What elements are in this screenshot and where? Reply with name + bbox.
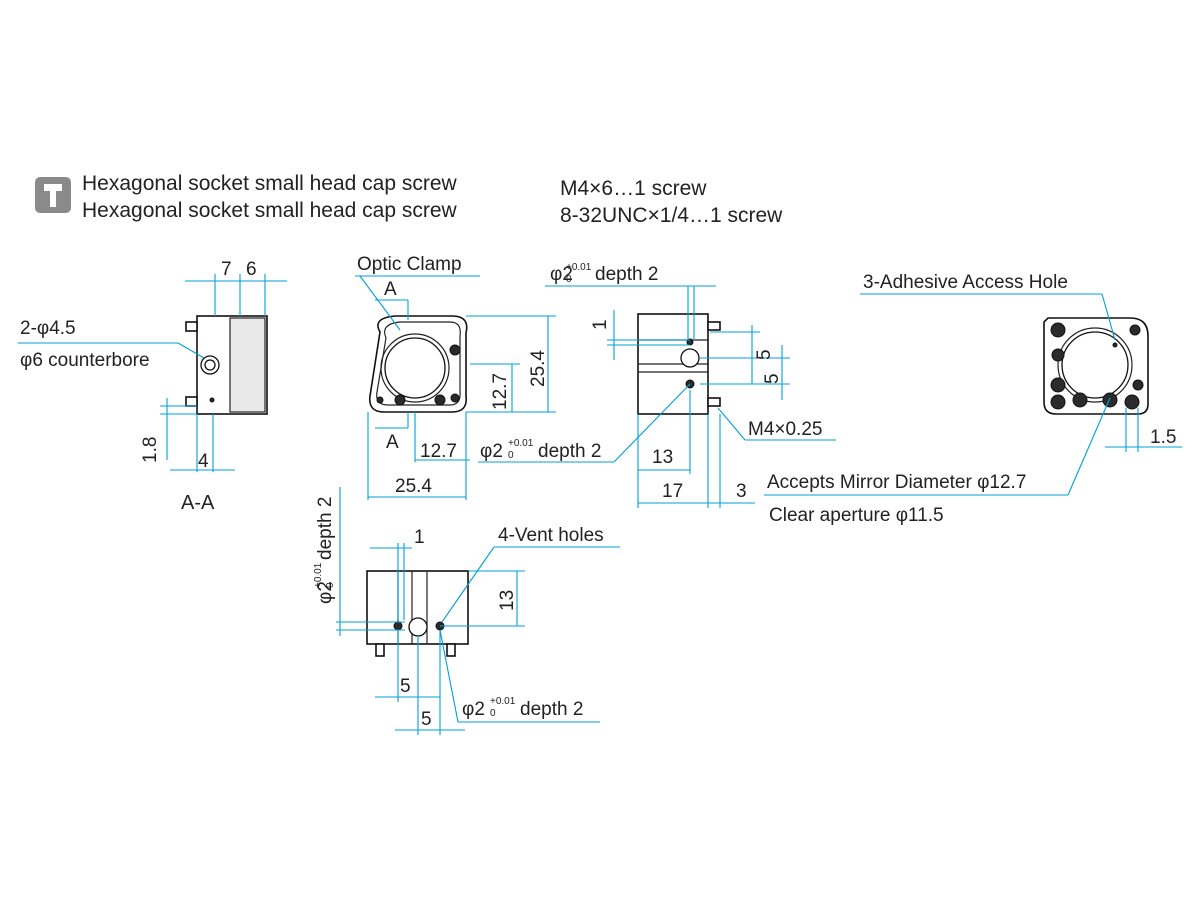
side-dim-13: 13 bbox=[652, 447, 673, 468]
side-thread: M4×0.25 bbox=[748, 419, 822, 440]
mirror-diameter: Accepts Mirror Diameter φ12.7 bbox=[767, 472, 1026, 493]
section-mark-top: A bbox=[384, 279, 397, 300]
bottom-hole2-depth: depth 2 bbox=[520, 699, 583, 720]
side-dim-5a: 5 bbox=[754, 349, 775, 360]
side-tol-lower: 0 bbox=[566, 274, 572, 285]
header: Hexagonal socket small head cap screw He… bbox=[35, 172, 783, 227]
side-hole-dia: φ2 bbox=[550, 264, 573, 285]
front-dim-center-h: 12.7 bbox=[420, 441, 457, 462]
side-hole2-tol-upper: +0.01 bbox=[508, 438, 534, 449]
side-dim-3: 3 bbox=[736, 481, 747, 502]
front-dim-height: 25.4 bbox=[528, 350, 549, 387]
side-dim-17: 17 bbox=[662, 481, 683, 502]
bottom-view: φ2 +0.01 0 depth 2 1 4-Vent holes 13 5 5… bbox=[313, 487, 620, 735]
screw-name-2: Hexagonal socket small head cap screw bbox=[82, 199, 458, 222]
bottom-tol-lower: 0 bbox=[325, 582, 336, 588]
bottom-dim-1: 1 bbox=[414, 527, 425, 548]
section-hatch bbox=[229, 317, 266, 413]
front-view: Optic Clamp A A 25.4 12.7 12.7 25.4 bbox=[355, 254, 556, 500]
hole-callout-2: φ6 counterbore bbox=[20, 350, 150, 371]
side-dim-5b: 5 bbox=[762, 373, 783, 384]
section-caption: A-A bbox=[181, 492, 215, 514]
bottom-tol-upper: +0.01 bbox=[313, 562, 324, 588]
section-mark-bottom: A bbox=[386, 432, 399, 453]
clear-aperture: Clear aperture φ11.5 bbox=[769, 505, 944, 526]
section-dim-4: 4 bbox=[198, 451, 209, 472]
bottom-hole-dia: φ2 bbox=[315, 581, 336, 604]
section-dim-6: 6 bbox=[246, 259, 257, 280]
bottom-hole2-dia: φ2 bbox=[462, 699, 485, 720]
side-dim-1: 1 bbox=[590, 319, 611, 330]
screw-name-1: Hexagonal socket small head cap screw bbox=[82, 172, 458, 195]
bottom-dim-5b: 5 bbox=[421, 709, 432, 730]
bottom-hole2-tol-upper: +0.01 bbox=[490, 696, 516, 707]
vent-label: 4-Vent holes bbox=[498, 525, 604, 546]
side-tol-upper: +0.01 bbox=[566, 262, 592, 273]
bottom-hole2-tol-lower: 0 bbox=[490, 708, 496, 719]
screw-icon bbox=[35, 177, 71, 213]
side-view: φ2 +0.01 0 depth 2 1 5 5 M4×0.25 13 17 3 bbox=[478, 262, 836, 508]
hole-callout-1: 2-φ4.5 bbox=[20, 318, 76, 339]
back-aperture bbox=[1061, 331, 1129, 399]
section-view: 7 6 2-φ4.5 φ6 counterbore 1.8 4 A-A bbox=[18, 259, 287, 514]
screw-spec-2: 8-32UNC×1/4…1 screw bbox=[560, 204, 783, 227]
side-hole2-tol-lower: 0 bbox=[508, 450, 514, 461]
side-hole-depth: depth 2 bbox=[595, 264, 658, 285]
section-dim-1-8: 1.8 bbox=[140, 437, 161, 463]
bottom-dim-13: 13 bbox=[497, 590, 518, 611]
section-dim-7: 7 bbox=[221, 259, 232, 280]
screw-spec-1: M4×6…1 screw bbox=[560, 177, 707, 200]
front-dim-center: 12.7 bbox=[490, 373, 511, 410]
back-view: 3-Adhesive Access Hole 1.5 Accepts Mirro… bbox=[764, 272, 1182, 526]
optic-aperture bbox=[384, 337, 446, 399]
optic-clamp-label: Optic Clamp bbox=[357, 254, 462, 275]
back-dim-1-5: 1.5 bbox=[1150, 427, 1176, 448]
adhesive-label: 3-Adhesive Access Hole bbox=[863, 272, 1068, 293]
bottom-dim-5a: 5 bbox=[400, 676, 411, 697]
side-hole2-depth: depth 2 bbox=[538, 441, 601, 462]
front-dim-width: 25.4 bbox=[395, 476, 432, 497]
bottom-hole-depth: depth 2 bbox=[315, 497, 336, 560]
side-hole2-dia: φ2 bbox=[480, 441, 503, 462]
